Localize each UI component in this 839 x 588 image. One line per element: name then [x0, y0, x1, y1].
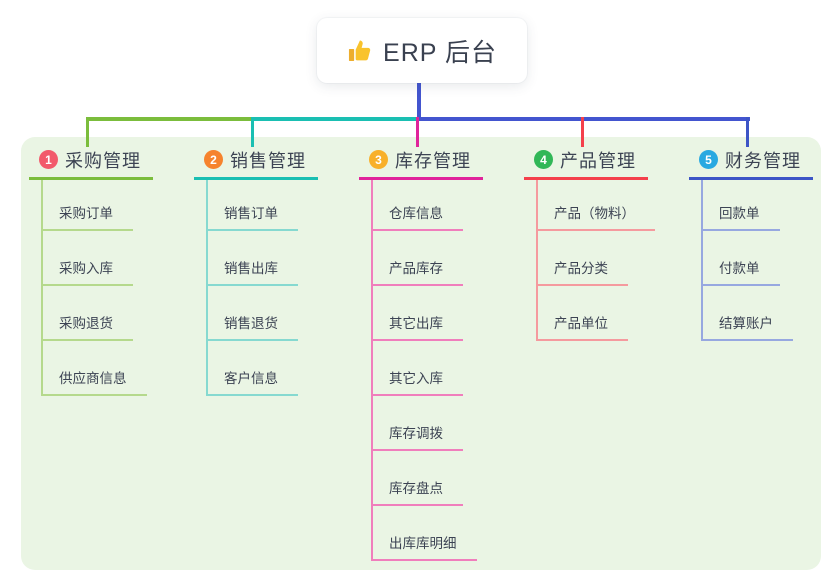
branch-topic-label: 财务管理 — [725, 150, 801, 171]
child-topic[interactable]: 产品单位 — [538, 286, 628, 341]
branch-underline — [29, 177, 153, 180]
branch-connector-line — [416, 117, 419, 147]
child-topic[interactable]: 库存调拨 — [373, 396, 463, 451]
branch-connector-line — [746, 117, 749, 147]
child-topic[interactable]: 回款单 — [703, 180, 780, 231]
branch-children: 回款单付款单结算账户 — [701, 180, 813, 341]
child-topic[interactable]: 采购入库 — [43, 231, 133, 286]
trunk-connector-segment — [251, 117, 418, 121]
child-topic[interactable]: 销售订单 — [208, 180, 298, 231]
branch-topic[interactable]: 4 产品管理 — [524, 146, 648, 177]
root-connector-line — [417, 83, 421, 121]
child-topic-label: 其它入库 — [389, 371, 443, 386]
branch-topic[interactable]: 5 财务管理 — [689, 146, 813, 177]
trunk-connector-segment — [86, 117, 253, 121]
branch-connector-line — [86, 117, 89, 147]
child-topic[interactable]: 付款单 — [703, 231, 780, 286]
branch-underline — [194, 177, 318, 180]
child-topic-label: 付款单 — [719, 261, 760, 276]
child-topic[interactable]: 产品（物料） — [538, 180, 655, 231]
branch-connector-line — [251, 117, 254, 147]
child-topic[interactable]: 采购退货 — [43, 286, 133, 341]
branch-topic[interactable]: 2 销售管理 — [194, 146, 318, 177]
thumbs-up-icon — [347, 38, 373, 64]
branch-column: 1 采购管理 采购订单采购入库采购退货供应商信息 — [29, 146, 153, 396]
child-topic[interactable]: 结算账户 — [703, 286, 793, 341]
child-topic[interactable]: 仓库信息 — [373, 180, 463, 231]
child-topic[interactable]: 客户信息 — [208, 341, 298, 396]
child-topic-label: 产品分类 — [554, 261, 608, 276]
child-topic-label: 库存调拨 — [389, 426, 443, 441]
child-topic-label: 销售出库 — [224, 261, 278, 276]
branch-children: 产品（物料） 产品分类产品单位 — [536, 180, 655, 341]
child-topic-label: 产品（物料） — [554, 206, 635, 221]
child-topic-label: 采购退货 — [59, 316, 113, 331]
child-topic[interactable]: 采购订单 — [43, 180, 133, 231]
child-topic-label: 客户信息 — [224, 371, 278, 386]
branch-column: 5 财务管理 回款单付款单结算账户 — [689, 146, 813, 341]
child-topic-label: 采购订单 — [59, 206, 113, 221]
branch-children: 仓库信息产品库存其它出库其它入库库存调拨库存盘点出库库明细 — [371, 180, 483, 561]
mindmap-canvas — [21, 137, 821, 570]
branch-children: 销售订单销售出库销售退货客户信息 — [206, 180, 318, 396]
branch-number-badge: 2 — [204, 150, 223, 169]
root-label: ERP 后台 — [383, 38, 497, 67]
branch-column: 2 销售管理 销售订单销售出库销售退货客户信息 — [194, 146, 318, 396]
child-topic-label: 库存盘点 — [389, 481, 443, 496]
branch-topic-label: 产品管理 — [560, 150, 636, 171]
child-topic[interactable]: 其它入库 — [373, 341, 463, 396]
child-topic-label: 产品单位 — [554, 316, 608, 331]
branch-underline — [689, 177, 813, 180]
branch-topic-label: 库存管理 — [395, 150, 471, 171]
branch-topic[interactable]: 1 采购管理 — [29, 146, 153, 177]
branch-underline — [359, 177, 483, 180]
branch-topic[interactable]: 3 库存管理 — [359, 146, 483, 177]
child-topic[interactable]: 产品库存 — [373, 231, 463, 286]
child-topic-label: 回款单 — [719, 206, 760, 221]
child-topic-label: 产品库存 — [389, 261, 443, 276]
branch-number-badge: 1 — [39, 150, 58, 169]
branch-children: 采购订单采购入库采购退货供应商信息 — [41, 180, 153, 396]
child-topic[interactable]: 供应商信息 — [43, 341, 147, 396]
child-topic-label: 采购入库 — [59, 261, 113, 276]
branch-column: 4 产品管理 产品（物料） 产品分类产品单位 — [524, 146, 655, 341]
child-topic[interactable]: 库存盘点 — [373, 451, 463, 506]
child-topic[interactable]: 销售退货 — [208, 286, 298, 341]
child-topic[interactable]: 其它出库 — [373, 286, 463, 341]
child-topic[interactable]: 销售出库 — [208, 231, 298, 286]
branch-underline — [524, 177, 648, 180]
branch-topic-label: 采购管理 — [65, 150, 141, 171]
child-topic[interactable]: 出库库明细 — [373, 506, 477, 561]
child-topic-label: 其它出库 — [389, 316, 443, 331]
child-topic-label: 结算账户 — [719, 316, 773, 331]
child-topic-label: 仓库信息 — [389, 206, 443, 221]
branch-number-badge: 4 — [534, 150, 553, 169]
root-node[interactable]: ERP 后台 — [317, 18, 527, 83]
child-topic-label: 销售退货 — [224, 316, 278, 331]
child-topic[interactable]: 产品分类 — [538, 231, 628, 286]
branch-connector-line — [581, 117, 584, 147]
child-topic-label: 供应商信息 — [59, 371, 127, 386]
branch-column: 3 库存管理 仓库信息产品库存其它出库其它入库库存调拨库存盘点出库库明细 — [359, 146, 483, 561]
branch-number-badge: 3 — [369, 150, 388, 169]
branch-number-badge: 5 — [699, 150, 718, 169]
child-topic-label: 销售订单 — [224, 206, 278, 221]
branch-topic-label: 销售管理 — [230, 150, 306, 171]
child-topic-label: 出库库明细 — [389, 536, 457, 551]
